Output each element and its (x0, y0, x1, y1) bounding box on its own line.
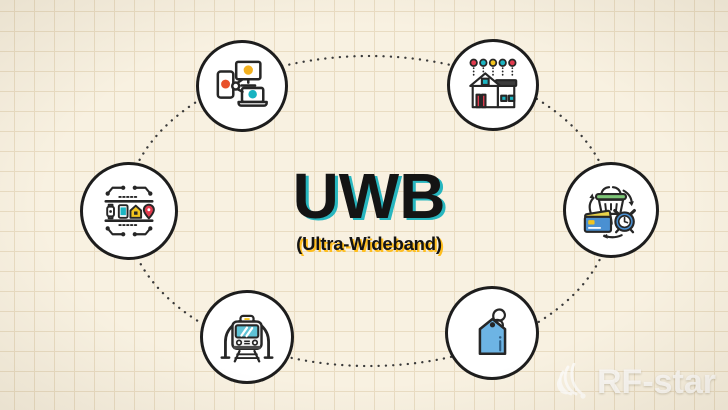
smart-home-icon (469, 58, 518, 109)
iot-devices-icon (104, 185, 155, 237)
node-asset-tag (445, 286, 539, 380)
train-tunnel-icon (220, 314, 274, 363)
node-iot-location (80, 162, 178, 260)
node-transit-train (200, 290, 294, 384)
page-title: UWB (292, 160, 446, 232)
center-title-block: UWB (Ultra-Wideband) (293, 164, 446, 255)
tag-icon (478, 308, 507, 356)
node-smart-home (447, 39, 539, 131)
node-connected-devices (196, 40, 288, 132)
node-shopping-payment (563, 162, 659, 258)
devices-network-icon (216, 60, 268, 107)
basket-cards-clock-icon (583, 186, 636, 239)
page-subtitle: (Ultra-Wideband) (296, 233, 442, 254)
